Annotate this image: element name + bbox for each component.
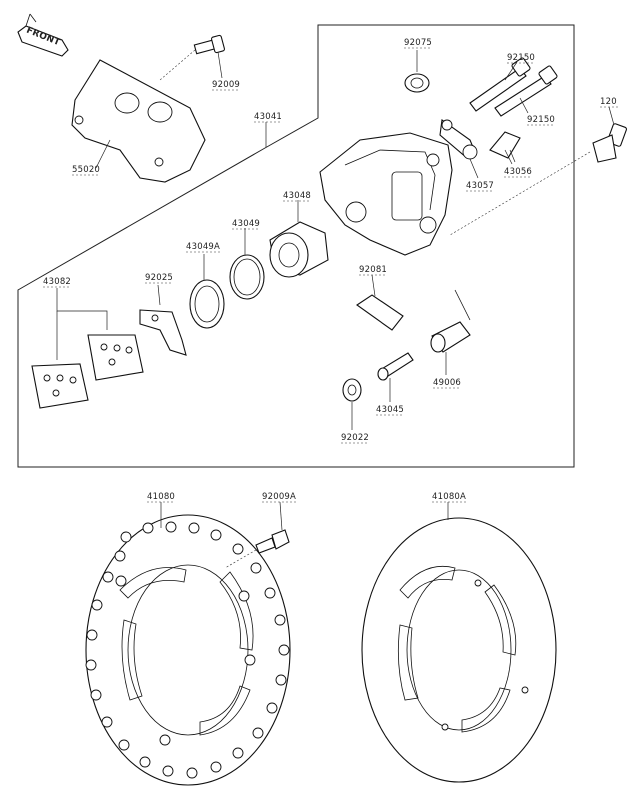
part-label-43057[interactable]: 43057	[466, 181, 494, 191]
brake-pad-43082-a	[87, 334, 144, 381]
pin-92150-b	[494, 65, 558, 117]
front-arrow-badge: FRONT	[17, 13, 69, 57]
part-label-120[interactable]: 120	[600, 97, 617, 107]
part-label-49006[interactable]: 49006	[433, 378, 461, 388]
brake-pad-43082-b	[31, 363, 89, 409]
part-label-55020[interactable]: 55020	[72, 165, 100, 175]
lever-43057	[439, 119, 479, 179]
pad-plate-92081	[356, 274, 404, 331]
caliper-assembly-frame	[17, 24, 575, 468]
leader-92150b	[519, 97, 529, 114]
part-label-92009A[interactable]: 92009A	[262, 492, 296, 502]
part-label-92150-a[interactable]: 92150	[507, 53, 535, 63]
leader-92150a	[504, 61, 518, 81]
part-label-43048[interactable]: 43048	[283, 191, 311, 201]
caliper-bracket-55020	[71, 59, 206, 183]
bleeder-valve-43056	[489, 131, 521, 163]
seal-43049	[229, 228, 265, 300]
brake-disc-41080	[85, 502, 291, 786]
leader-55020	[95, 139, 111, 169]
pin-43045	[377, 352, 414, 402]
part-label-92150-b[interactable]: 92150	[527, 115, 555, 125]
part-label-92022[interactable]: 92022	[341, 433, 369, 443]
part-label-92081[interactable]: 92081	[359, 265, 387, 275]
part-label-43045[interactable]: 43045	[376, 405, 404, 415]
bolt-92009	[159, 34, 226, 81]
screw-92009a	[224, 501, 290, 569]
seal-43049a	[189, 254, 225, 329]
disc-41080-drill-holes	[85, 521, 290, 779]
part-labels: 92075 92150 92150 120 92009 43041 55020 …	[43, 38, 617, 502]
label-underlines	[43, 47, 618, 503]
leader-120	[608, 106, 615, 126]
part-label-43049[interactable]: 43049	[232, 219, 260, 229]
leader-92009	[217, 51, 223, 79]
part-label-43056[interactable]: 43056	[504, 167, 532, 177]
part-label-43082[interactable]: 43082	[43, 277, 71, 287]
part-label-43049A[interactable]: 43049A	[186, 242, 220, 252]
washer-92022	[342, 378, 362, 430]
pad-spring-92025	[139, 284, 187, 356]
part-label-92075[interactable]: 92075	[404, 38, 432, 48]
caliper-body	[319, 132, 453, 256]
part-label-43041[interactable]: 43041	[254, 112, 282, 122]
part-label-92009[interactable]: 92009	[212, 80, 240, 90]
piston-43048	[269, 200, 329, 278]
part-label-41080[interactable]: 41080	[147, 492, 175, 502]
sleeve-49006	[430, 289, 471, 375]
leader-43082	[56, 288, 108, 330]
brake-disc-41080a	[361, 502, 557, 783]
part-label-41080A[interactable]: 41080A	[432, 492, 466, 502]
part-label-92025[interactable]: 92025	[145, 273, 173, 283]
leader-43056	[504, 149, 513, 165]
bolt-120	[449, 123, 627, 236]
boot-92075	[404, 50, 430, 93]
